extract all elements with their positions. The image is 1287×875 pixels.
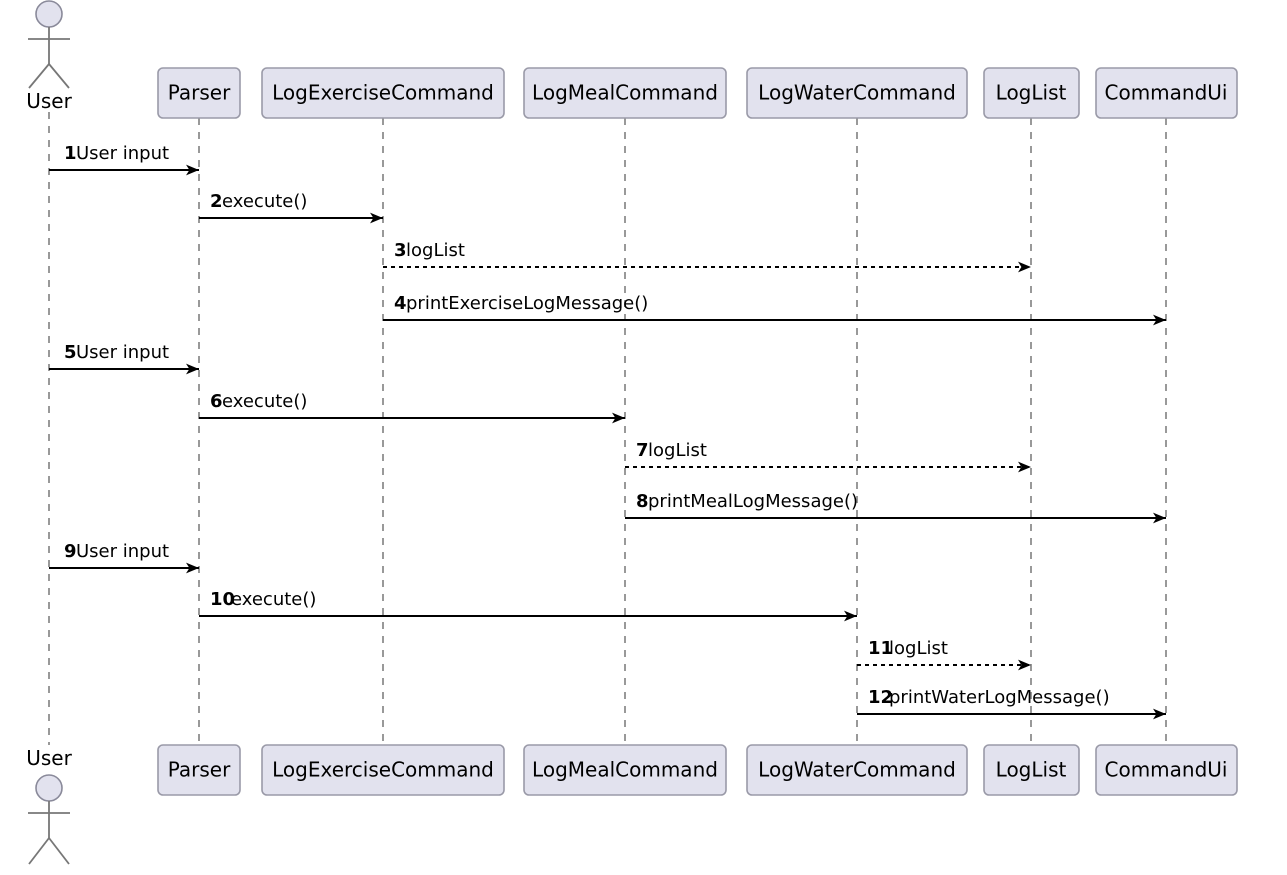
participant-box-top-log_exercise_command[interactable]: LogExerciseCommand bbox=[261, 67, 505, 119]
message-number-7: 7 bbox=[636, 440, 649, 461]
message-number-8: 8 bbox=[636, 491, 649, 512]
participant-box-top-parser[interactable]: Parser bbox=[157, 67, 241, 119]
actor-leg-left bbox=[28, 63, 50, 89]
actor-leg-right bbox=[48, 837, 70, 865]
participant-label: Parser bbox=[168, 81, 231, 105]
message-label-1: User input bbox=[76, 143, 169, 164]
participant-box-rect bbox=[157, 67, 241, 119]
message-number-10: 10 bbox=[210, 589, 235, 610]
participant-label: LogList bbox=[996, 81, 1067, 105]
message-label-4: printExerciseLogMessage() bbox=[406, 293, 648, 314]
participant-box-rect bbox=[983, 744, 1080, 796]
message-number-6: 6 bbox=[210, 391, 223, 412]
message-label-7: logList bbox=[648, 440, 707, 461]
message-number-5: 5 bbox=[64, 342, 77, 363]
participant-box-bottom-parser[interactable]: Parser bbox=[157, 744, 241, 796]
actor-head-icon bbox=[35, 0, 63, 28]
participant-box-top-command_ui[interactable]: CommandUi bbox=[1095, 67, 1238, 119]
message-label-8: printMealLogMessage() bbox=[648, 491, 858, 512]
participant-box-rect bbox=[523, 67, 727, 119]
message-label-5: User input bbox=[76, 342, 169, 363]
participant-label: Parser bbox=[168, 758, 231, 782]
participant-box-bottom-command_ui[interactable]: CommandUi bbox=[1095, 744, 1238, 796]
participant-box-rect bbox=[1095, 67, 1238, 119]
actor-figure-bottom: User bbox=[26, 746, 73, 865]
participant-box-rect bbox=[746, 744, 968, 796]
actor-label-top: User bbox=[26, 89, 72, 113]
participant-label: LogWaterCommand bbox=[758, 758, 956, 782]
participant-box-rect bbox=[746, 67, 968, 119]
participant-boxes-layer: ParserParserLogExerciseCommandLogExercis… bbox=[157, 67, 1238, 796]
participant-label: LogExerciseCommand bbox=[272, 758, 494, 782]
participant-box-bottom-log_meal_command[interactable]: LogMealCommand bbox=[523, 744, 727, 796]
participant-label: LogMealCommand bbox=[532, 758, 718, 782]
participant-label: LogList bbox=[996, 758, 1067, 782]
message-label-12: printWaterLogMessage() bbox=[889, 687, 1110, 708]
message-label-11: logList bbox=[889, 638, 948, 659]
message-label-9: User input bbox=[76, 541, 169, 562]
participant-box-bottom-log_water_command[interactable]: LogWaterCommand bbox=[746, 744, 968, 796]
participant-box-rect bbox=[261, 744, 505, 796]
participant-box-bottom-log_list[interactable]: LogList bbox=[983, 744, 1080, 796]
actor-leg-left bbox=[28, 837, 50, 865]
participant-box-rect bbox=[261, 67, 505, 119]
actor-head-icon bbox=[35, 774, 63, 802]
message-label-10: execute() bbox=[231, 589, 316, 610]
message-number-9: 9 bbox=[64, 541, 77, 562]
message-label-2: execute() bbox=[222, 191, 307, 212]
participant-box-rect bbox=[983, 67, 1080, 119]
participant-box-rect bbox=[523, 744, 727, 796]
message-number-4: 4 bbox=[394, 293, 407, 314]
participant-label: CommandUi bbox=[1105, 81, 1228, 105]
message-number-12: 12 bbox=[868, 687, 893, 708]
participant-box-top-log_list[interactable]: LogList bbox=[983, 67, 1080, 119]
participant-box-bottom-log_exercise_command[interactable]: LogExerciseCommand bbox=[261, 744, 505, 796]
participant-label: LogWaterCommand bbox=[758, 81, 956, 105]
participant-label: LogExerciseCommand bbox=[272, 81, 494, 105]
participant-box-rect bbox=[1095, 744, 1238, 796]
participant-label: LogMealCommand bbox=[532, 81, 718, 105]
message-number-1: 1 bbox=[64, 143, 77, 164]
participant-box-top-log_meal_command[interactable]: LogMealCommand bbox=[523, 67, 727, 119]
participant-box-top-log_water_command[interactable]: LogWaterCommand bbox=[746, 67, 968, 119]
message-number-2: 2 bbox=[210, 191, 223, 212]
message-label-3: logList bbox=[406, 240, 465, 261]
message-number-3: 3 bbox=[394, 240, 407, 261]
participant-box-rect bbox=[157, 744, 241, 796]
message-number-11: 11 bbox=[868, 638, 893, 659]
message-label-6: execute() bbox=[222, 391, 307, 412]
participant-label: CommandUi bbox=[1105, 758, 1228, 782]
actor-figure-top: User bbox=[26, 0, 73, 113]
actor-leg-right bbox=[48, 63, 70, 89]
actor-label-bottom: User bbox=[26, 746, 72, 770]
